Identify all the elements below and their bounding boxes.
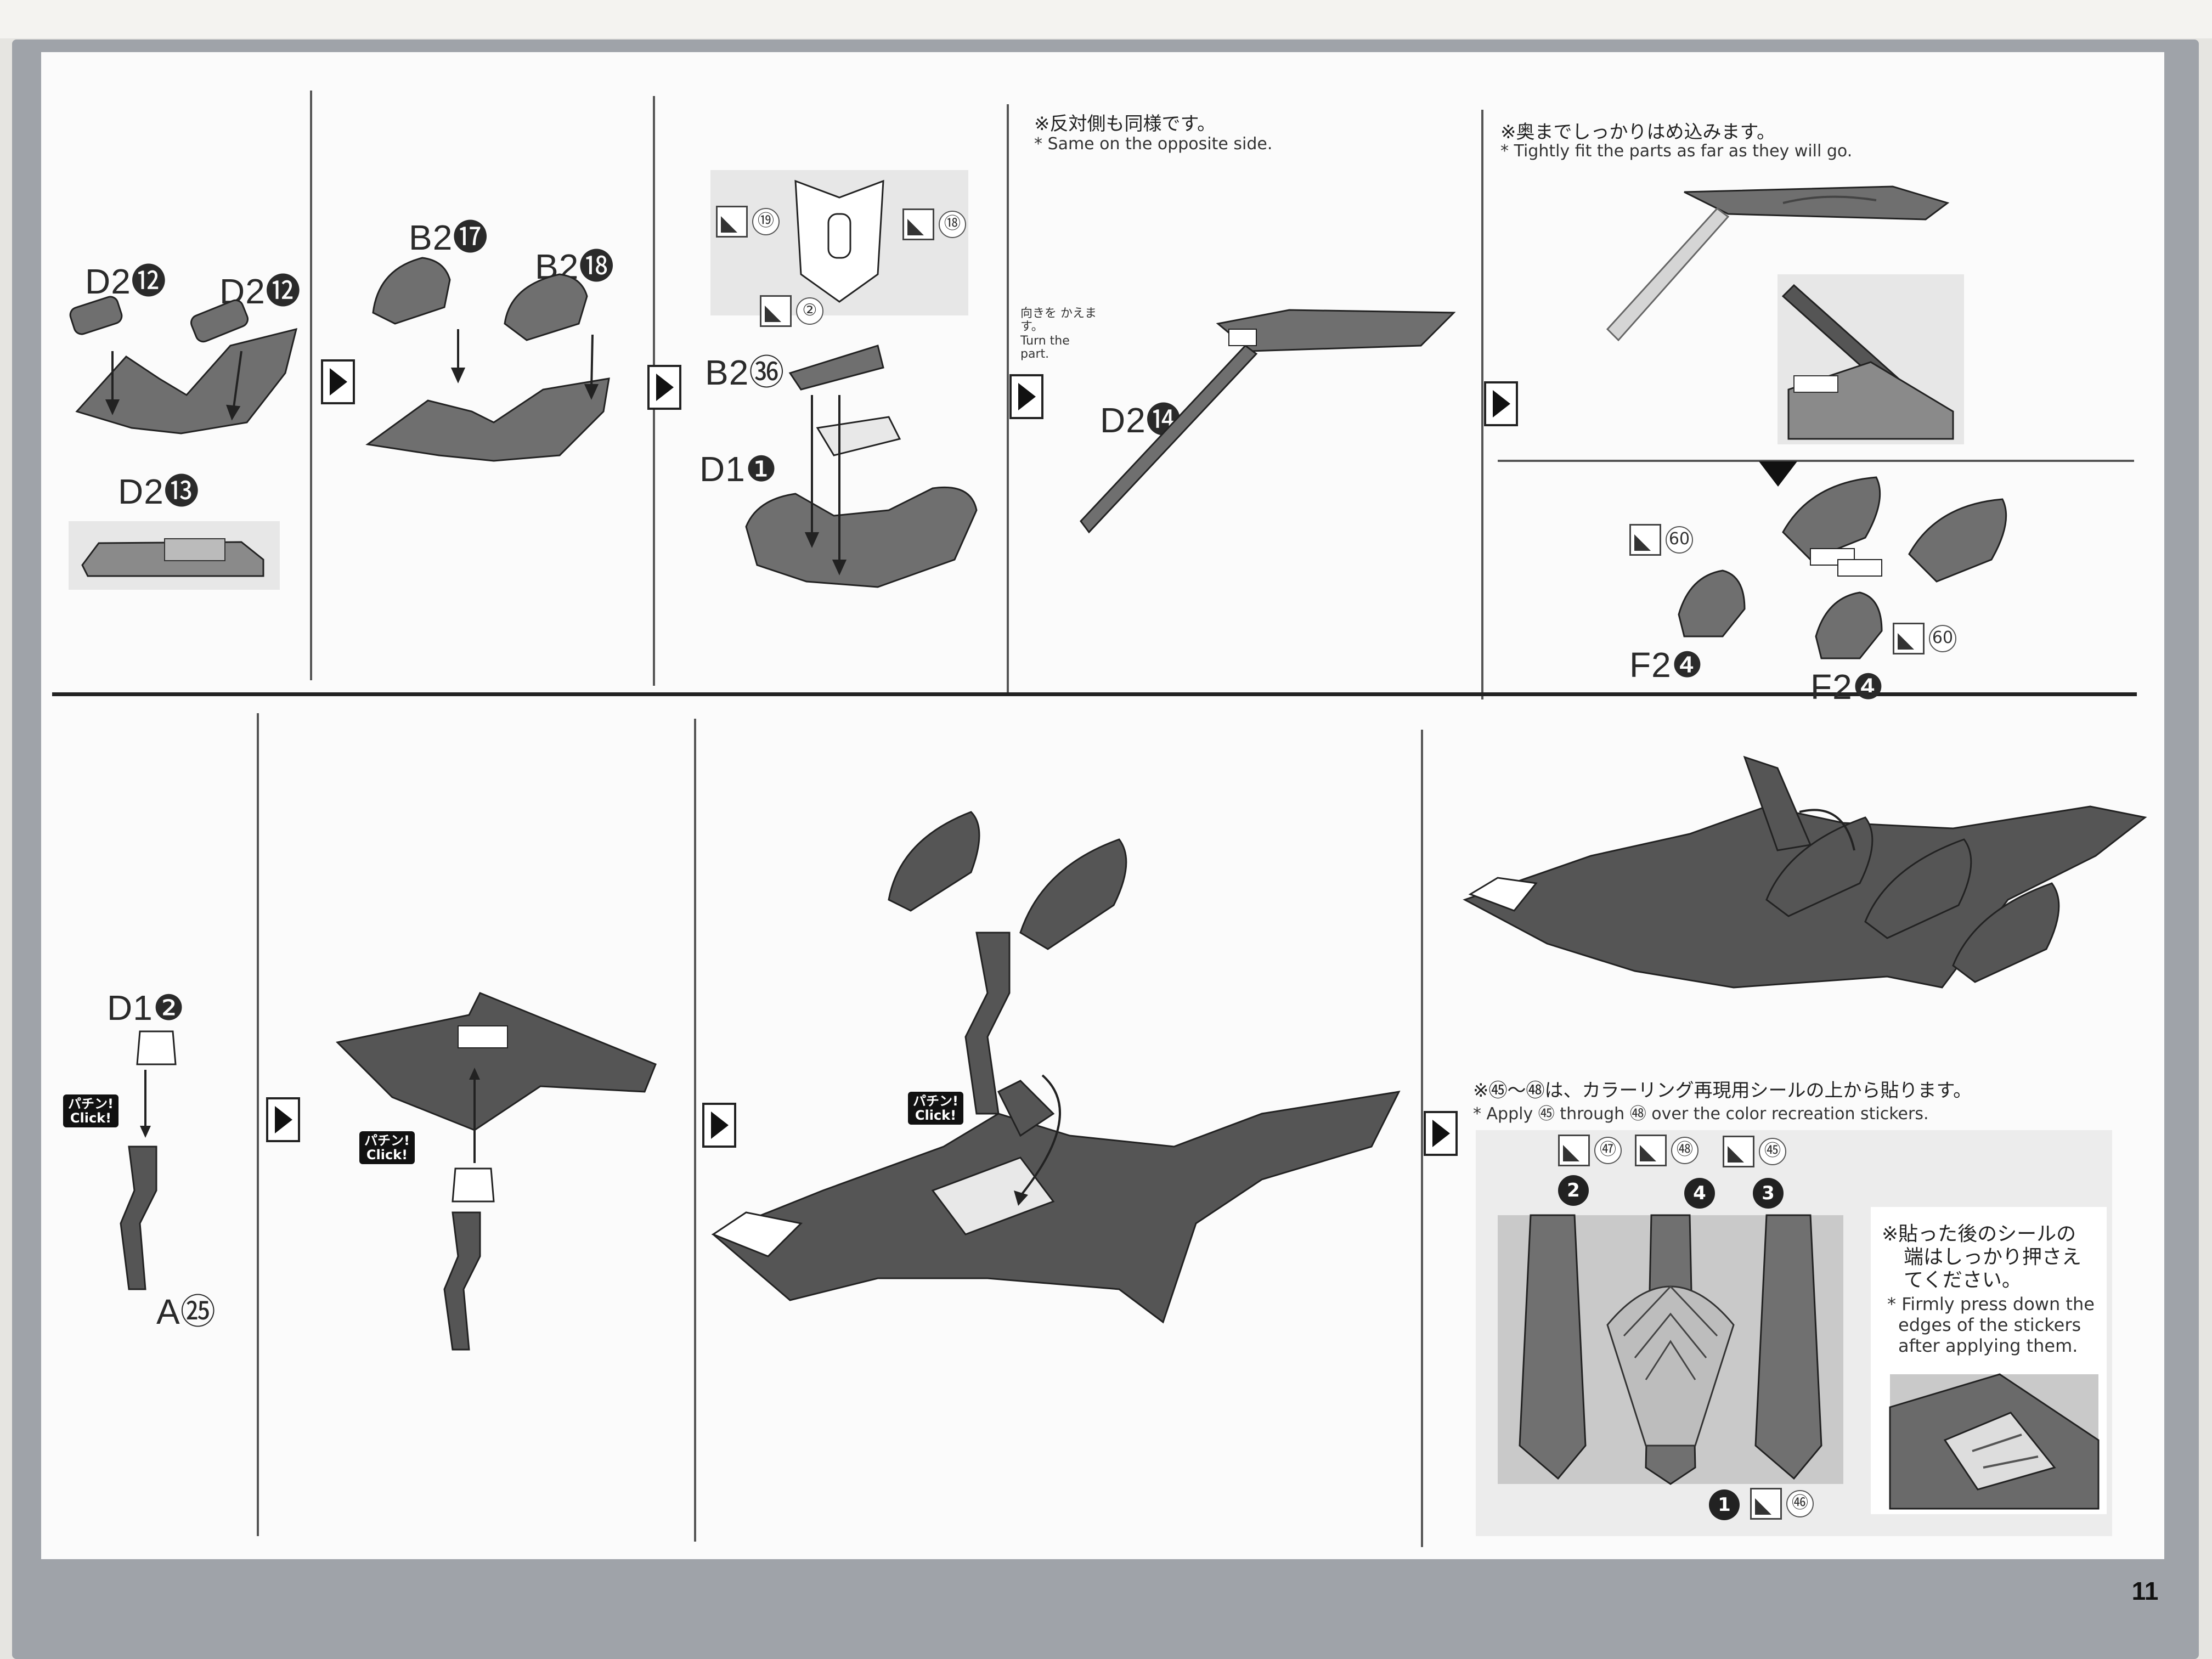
- step-arrow-icon: [647, 365, 681, 410]
- sticker-shape-illustration: [794, 179, 884, 303]
- divider: [1007, 104, 1009, 694]
- step5-boosters-illustration: [1678, 476, 2007, 659]
- click-badge: パチン! Click!: [908, 1092, 963, 1125]
- bottom-step3-illustration: [711, 811, 1401, 1324]
- sub-divider: [1498, 460, 2134, 462]
- sticker-closeup-illustration: [1519, 1214, 1822, 1485]
- bottom-step1-illustration: [120, 1030, 177, 1290]
- part-label: D2⓬: [85, 262, 167, 301]
- click-badge: パチン! Click!: [359, 1131, 415, 1164]
- tip-jp-line: ※貼った後のシールの: [1882, 1223, 2076, 1245]
- step2-parts-illustration: [365, 257, 610, 462]
- detail-closeup-illustration: [1781, 284, 1954, 440]
- sticker-icon: ㊻: [1750, 1488, 1814, 1520]
- step-note-en: * Tightly fit the parts as far as they w…: [1500, 142, 1853, 161]
- part-label: D1❶: [699, 449, 778, 489]
- tip-illustration: [1889, 1373, 2100, 1510]
- turn-note-jp: 向きを かえます。: [1020, 307, 1097, 334]
- step1-parts-illustration: [69, 296, 298, 435]
- step-arrow-icon: [1484, 381, 1518, 426]
- step-arrow-icon: [702, 1103, 736, 1148]
- turn-note-en: Turn the part.: [1020, 334, 1070, 361]
- tip-en-line: edges of the stickers: [1898, 1314, 2081, 1335]
- position-marker: 1: [1709, 1489, 1740, 1520]
- sticker-icon: 60: [1893, 623, 1956, 654]
- sticker-icon: ㊺: [1723, 1136, 1786, 1167]
- part-label: F2❹: [1810, 667, 1885, 707]
- sticker-icon: ⑲: [716, 206, 780, 238]
- sticker-icon: ⑱: [902, 208, 966, 240]
- sticker-note-en: * Apply ㊺ through ㊽ over the color recre…: [1473, 1104, 1929, 1124]
- part-detail-illustration: [81, 538, 264, 577]
- step-arrow-icon: [266, 1097, 300, 1142]
- part-label: D2⓭: [118, 472, 200, 511]
- step-arrow-icon: [1009, 374, 1043, 419]
- row-divider: [52, 692, 2137, 696]
- bottom-step2-illustration: [335, 992, 657, 1351]
- tip-jp-line: 端はしっかり押さえ: [1904, 1246, 2082, 1268]
- step4-parts-illustration: [1080, 309, 1456, 534]
- step-note-en: * Same on the opposite side.: [1034, 134, 1273, 154]
- step3-parts-illustration: [745, 345, 978, 588]
- sticker-icon: ②: [760, 295, 823, 327]
- part-label: B2㊱: [705, 353, 785, 392]
- divider: [1481, 110, 1483, 699]
- sticker-icon: 60: [1629, 524, 1693, 556]
- page-number: 11: [2131, 1577, 2159, 1605]
- step-note-jp: ※反対側も同様です。: [1034, 113, 1216, 135]
- divider: [310, 91, 312, 680]
- tip-en-line: after applying them.: [1898, 1335, 2078, 1356]
- position-marker: 4: [1684, 1178, 1715, 1209]
- position-marker: 2: [1558, 1175, 1589, 1206]
- part-label: F2❹: [1629, 645, 1704, 685]
- step-arrow-icon: [1424, 1111, 1458, 1156]
- step-arrow-down-icon: [1756, 458, 1801, 491]
- divider: [257, 713, 259, 1536]
- step5-parts-illustration: [1606, 185, 1950, 342]
- click-badge: パチン! Click!: [63, 1094, 119, 1127]
- sticker-icon: ㊼: [1558, 1135, 1622, 1166]
- sticker-note-jp: ※㊺〜㊽は、カラーリング再現用シールの上から貼ります。: [1473, 1080, 1972, 1102]
- position-marker: 3: [1753, 1178, 1784, 1209]
- sticker-icon: ㊽: [1635, 1135, 1699, 1166]
- divider: [1421, 730, 1423, 1547]
- divider: [694, 719, 696, 1542]
- tip-jp-line: てください。: [1904, 1269, 2022, 1291]
- part-label: D1❷: [107, 988, 185, 1028]
- step-arrow-icon: [321, 359, 355, 404]
- step-note-jp: ※奥までしっかりはめ込みます。: [1500, 121, 1776, 143]
- part-label: B2⓱: [409, 218, 489, 257]
- part-label: A㉕: [156, 1292, 216, 1331]
- tip-en-line: * Firmly press down the: [1887, 1294, 2095, 1314]
- bottom-step4-illustration: [1463, 755, 2147, 989]
